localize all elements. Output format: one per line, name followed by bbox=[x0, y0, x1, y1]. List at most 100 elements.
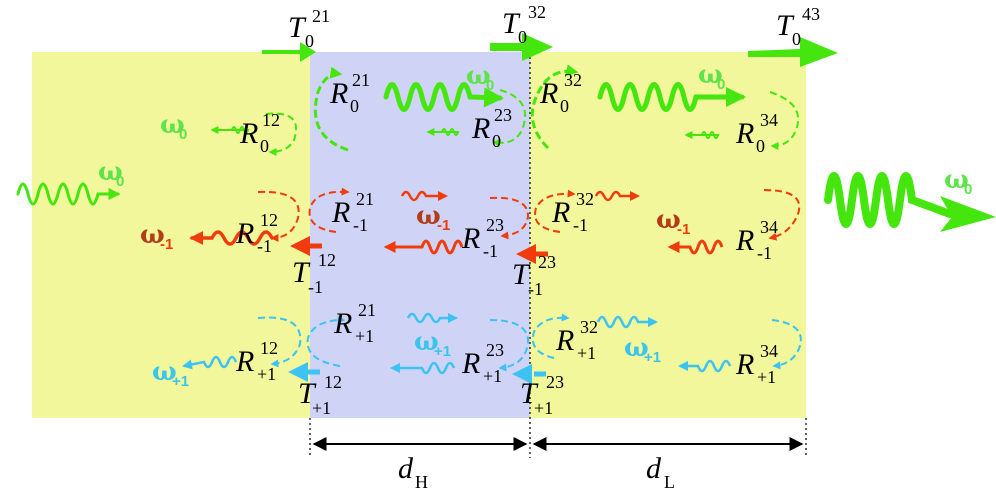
arc-R0-23 bbox=[492, 89, 527, 148]
svg-text:-1: -1 bbox=[308, 277, 323, 297]
svg-text:23: 23 bbox=[538, 252, 556, 272]
svg-text:d: d bbox=[398, 452, 414, 485]
label-R+1-12: R +1 12 bbox=[235, 338, 278, 384]
transmission-arrow-T21 bbox=[262, 42, 316, 62]
wave-omega+1-layer3-up bbox=[596, 315, 658, 329]
wave-omega+1-layer3-down bbox=[678, 359, 732, 373]
svg-text:ω: ω bbox=[140, 220, 165, 250]
wave-omega-1-layer2-up bbox=[400, 190, 448, 202]
svg-text:R: R bbox=[235, 217, 254, 250]
omega-label-layer3-plus1: ω +1 bbox=[624, 333, 661, 366]
label-T+1-23: T +1 23 bbox=[520, 372, 564, 418]
svg-text:ω: ω bbox=[160, 110, 185, 140]
output-wave bbox=[824, 172, 954, 228]
wave-omega0-layer3 bbox=[597, 82, 746, 112]
svg-text:ω: ω bbox=[416, 201, 441, 231]
svg-text:23: 23 bbox=[494, 105, 512, 125]
label-R+1-32: R +1 32 bbox=[555, 317, 598, 363]
svg-text:32: 32 bbox=[580, 317, 598, 337]
label-R0-23: R 0 23 bbox=[471, 105, 512, 151]
svg-text:T: T bbox=[298, 377, 317, 410]
label-R0-12: R 0 12 bbox=[239, 110, 280, 156]
output-arrow-head bbox=[940, 196, 996, 232]
wave-omega0-layer2 bbox=[383, 82, 504, 112]
svg-text:T: T bbox=[520, 377, 539, 410]
svg-text:21: 21 bbox=[352, 70, 370, 90]
svg-text:ω: ω bbox=[98, 157, 123, 187]
svg-text:0: 0 bbox=[717, 76, 725, 93]
svg-text:0: 0 bbox=[964, 181, 972, 198]
wave-omega-1-layer1 bbox=[189, 230, 274, 246]
svg-text:+1: +1 bbox=[355, 326, 374, 346]
omega-label-layer1-plus1: ω +1 bbox=[152, 357, 189, 390]
arc-R0-32 bbox=[530, 64, 579, 150]
svg-text:12: 12 bbox=[260, 338, 278, 358]
omega-label-layer1-minus1: ω -1 bbox=[140, 220, 173, 253]
svg-text:L: L bbox=[664, 472, 675, 491]
label-R-1-34: R -1 34 bbox=[735, 217, 778, 263]
svg-text:+1: +1 bbox=[534, 398, 553, 418]
svg-text:0: 0 bbox=[486, 77, 494, 94]
svg-text:T: T bbox=[292, 256, 311, 289]
svg-text:12: 12 bbox=[318, 250, 336, 270]
omega-label-incident: ω 0 bbox=[98, 157, 124, 190]
svg-text:R: R bbox=[239, 117, 258, 150]
label-T-1-12: T -1 12 bbox=[292, 250, 336, 297]
svg-text:+1: +1 bbox=[483, 366, 502, 386]
label-R0-32: R 0 32 bbox=[539, 70, 582, 116]
label-R-1-21: R -1 21 bbox=[331, 189, 374, 235]
svg-text:+1: +1 bbox=[257, 364, 276, 384]
svg-text:0: 0 bbox=[305, 31, 314, 51]
svg-text:d: d bbox=[646, 452, 662, 485]
svg-text:+1: +1 bbox=[312, 398, 331, 418]
svg-text:0: 0 bbox=[792, 29, 801, 49]
svg-text:T: T bbox=[288, 11, 307, 44]
label-T-1-23: T -1 23 bbox=[512, 252, 556, 299]
omega-label-layer2-0: ω 0 bbox=[466, 61, 494, 94]
wave-R0-23 bbox=[426, 128, 460, 136]
svg-text:ω: ω bbox=[698, 60, 723, 90]
label-T+1-12: T +1 12 bbox=[298, 372, 342, 418]
svg-text:23: 23 bbox=[546, 372, 564, 392]
arc-R+1-32 bbox=[532, 313, 570, 359]
svg-text:32: 32 bbox=[564, 70, 582, 90]
wave-omega+1-layer2-down bbox=[390, 361, 456, 375]
svg-text:ω: ω bbox=[466, 61, 491, 91]
svg-text:+1: +1 bbox=[172, 373, 189, 390]
svg-text:-1: -1 bbox=[757, 243, 772, 263]
svg-text:-1: -1 bbox=[437, 217, 450, 234]
svg-text:34: 34 bbox=[760, 110, 778, 130]
layer-3-low-index bbox=[530, 52, 806, 418]
arc-R-1-32 bbox=[534, 189, 576, 233]
svg-text:R: R bbox=[333, 307, 352, 340]
svg-text:ω: ω bbox=[656, 205, 681, 235]
wave-R0-12 bbox=[210, 126, 250, 134]
svg-text:32: 32 bbox=[528, 2, 546, 22]
svg-text:-1: -1 bbox=[528, 279, 543, 299]
svg-text:+1: +1 bbox=[644, 349, 661, 366]
svg-text:0: 0 bbox=[756, 136, 765, 156]
label-T0-32: T 0 32 bbox=[502, 2, 546, 47]
svg-text:12: 12 bbox=[262, 110, 280, 130]
svg-text:ω: ω bbox=[414, 327, 439, 357]
transmission-arrow-T43 bbox=[748, 37, 838, 67]
layer-2-high-index bbox=[310, 52, 530, 418]
arc-R+1-34 bbox=[771, 319, 802, 370]
svg-text:0: 0 bbox=[518, 27, 527, 47]
svg-text:R: R bbox=[461, 222, 480, 255]
svg-text:R: R bbox=[331, 196, 350, 229]
svg-text:0: 0 bbox=[116, 173, 124, 190]
label-R0-21: R 0 21 bbox=[329, 70, 370, 116]
omega-label-output: ω 0 bbox=[944, 165, 972, 198]
svg-text:R: R bbox=[555, 324, 574, 357]
label-T0-43: T 0 43 bbox=[776, 4, 820, 49]
svg-text:ω: ω bbox=[944, 165, 969, 195]
arc-R-1-23 bbox=[489, 196, 530, 240]
svg-text:T: T bbox=[776, 9, 795, 42]
label-T0-21: T 0 21 bbox=[288, 6, 330, 51]
arc-R-1-12 bbox=[257, 190, 300, 242]
svg-text:23: 23 bbox=[486, 215, 504, 235]
svg-text:T: T bbox=[502, 7, 521, 40]
arc-R0-12 bbox=[265, 112, 297, 156]
